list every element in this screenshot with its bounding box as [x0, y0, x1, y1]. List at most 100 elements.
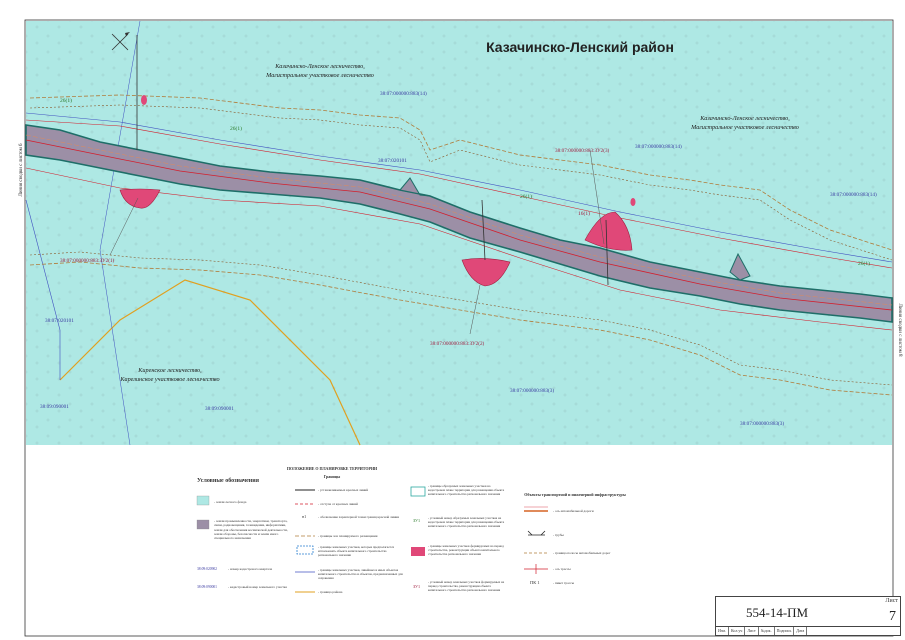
legend-text: - кадастровый номер земельного участка — [228, 585, 287, 589]
blue-boundary-line — [25, 199, 61, 380]
legend-text-block: - границы земельных участков, линейных и… — [318, 568, 403, 580]
district-boundary-line — [59, 279, 361, 446]
forestry-label-1-line1: Казачинско-Ленское лесничество, — [274, 63, 365, 70]
corridor-bump-2 — [729, 252, 751, 281]
zone-label: 26(1) — [520, 193, 532, 200]
cadastral-label: 38:09:090001 — [40, 404, 69, 410]
forestry-label-2-line1: Казачинско-Ленское лесничество, — [699, 115, 790, 122]
legend-text: - граница полосы автомобильных дорог — [553, 551, 611, 555]
blue-route-line — [25, 112, 893, 263]
pipe-icon — [527, 530, 546, 536]
legend-text-block: - границы земельных участков, которые пр… — [318, 545, 394, 557]
cadastral-label: 38:07:000000:883(3) — [510, 387, 554, 394]
legend-text-block: - границы образуемых земельных участков … — [428, 484, 504, 496]
legend-new-plot-swatch — [410, 486, 426, 497]
district-title: Казачинско-Ленский район — [486, 39, 674, 55]
legend-text-block: - земли промышленности, энергетики, тран… — [214, 519, 288, 540]
forestry-label-1-line2: Магистральное участковое лесничество — [265, 72, 374, 79]
legend-temp-plot-swatch — [411, 547, 425, 556]
forestry-label-2-line2: Магистральное участковое лесничество — [690, 124, 799, 131]
cadastral-label: 38:07:000000:883(14) — [635, 143, 682, 150]
legend-code: ПК 1 — [530, 580, 540, 585]
legend-text: - обозначение характерной точки границ к… — [318, 515, 399, 519]
cadastral-labels: 38:07:000000:883(14) 38:07:020101 38:07:… — [40, 90, 877, 427]
zone-labels: 26(1) 26(1) 16(1) 26(1) 26(1) — [60, 97, 870, 267]
legend-code: ЗУ1 — [413, 518, 420, 523]
legend-heading: Условные обозначения — [197, 477, 260, 484]
legend-col2-title: ПОЛОЖЕНИЕ О ПЛАНИРОВКЕ ТЕРРИТОРИИ — [287, 466, 378, 471]
cadastral-label: 38:07:000000:883(14) — [380, 90, 427, 97]
legend-text: - ось трассы — [553, 567, 571, 571]
stamp-col: Лист — [745, 627, 759, 635]
legend-text: - отступа от красных линий — [318, 502, 358, 506]
cadastral-label: 38:07:000000:883:ЗУ2(3) — [555, 147, 610, 154]
cadastral-label: 38:07:000000:883(3) — [740, 420, 784, 427]
legend-text: - граница района — [318, 590, 343, 594]
cadastral-label: 38:07:000000:883(14) — [830, 191, 877, 198]
legend-code: ЗУ1 — [413, 584, 420, 589]
edge-label-right: Линия сводки с листом 8 — [897, 303, 902, 357]
land-plot-zu2-3 — [584, 211, 633, 251]
legend-text: - пикет трассы — [553, 581, 575, 585]
road-axis-line — [25, 139, 893, 311]
legend-text-block: - условный номер земельных участков форм… — [428, 580, 504, 592]
legend-text: - устанавливаемых красных линий — [318, 488, 368, 492]
edge-label-left: Линия сводки с листом 6 — [19, 143, 24, 197]
map-area: Казачинско-Ленский район Казачинско-Ленс… — [19, 20, 902, 446]
sheet-number: 7 — [889, 609, 896, 624]
red-line-lower — [25, 167, 893, 331]
cadastral-label: 38:09:090001 — [205, 406, 234, 412]
cadastral-label: 38:07:000000:883:ЗУ2(2) — [430, 340, 485, 347]
legend-text: - земли лесного фонда — [214, 500, 247, 504]
crossing-line-2 — [481, 199, 486, 261]
land-plot-zu2-2 — [461, 258, 511, 287]
legend-text-block: - границы земельных участков формируемых… — [428, 544, 504, 556]
cadastral-label: 38:07:020101 — [45, 318, 74, 324]
leader-line-1 — [589, 149, 605, 245]
forestry-label-3-line1: Киренское лесничество, — [137, 367, 202, 374]
legend-text: - ось автомобильной дороги — [553, 509, 594, 513]
legend-code: 38:09:090001 — [197, 585, 217, 589]
leader-line-2 — [469, 284, 481, 335]
title-block: 554-14-ПМ Лист 7 Изм. Кол.уч Лист №док. … — [715, 596, 901, 636]
legend-plot-swatch — [296, 545, 314, 555]
red-line-upper — [25, 119, 893, 269]
forestry-label-3-line2: Карелинское участковое лесничество — [119, 376, 219, 383]
legend-text: - номер кадастрового квартала — [228, 567, 273, 571]
cadastral-label: 38:07:000000:883:ЗУ2(1) — [60, 257, 115, 264]
stamp-col: Дата — [794, 627, 808, 635]
crossing-line-3 — [605, 219, 609, 286]
blue-boundary-line-2 — [99, 20, 141, 446]
sheet-label: Лист — [885, 598, 898, 604]
stamp-columns: Изм. Кол.уч Лист №док. Подпись Дата — [716, 626, 900, 635]
outer-boundary-bottom — [29, 261, 893, 396]
zone-label: 26(1) — [60, 97, 72, 104]
legend-text-block: - условный номер образуемых земельных уч… — [428, 516, 504, 528]
legend-col4-title: Объекты транспортной и инженерной инфрас… — [524, 492, 626, 497]
legend-text: - трубы — [553, 533, 565, 537]
legend-code: 38:09:020902 — [197, 567, 217, 571]
corridor-bump-1 — [399, 177, 431, 197]
stamp-col: Изм. — [716, 627, 729, 635]
stamp-col: Подпись — [775, 627, 795, 635]
cadastral-label: 38:07:020101 — [378, 158, 407, 164]
industrial-land-swatch — [196, 519, 210, 530]
road-band-line — [25, 134, 893, 306]
zone-label: 16(1) — [578, 210, 590, 217]
stamp-col: Кол.уч — [729, 627, 746, 635]
north-arrow-icon — [111, 32, 130, 51]
outer-boundary-top — [29, 94, 893, 251]
drawing-code: 554-14-ПМ — [746, 605, 809, 620]
legend-col2-subtitle: Границы — [324, 474, 341, 479]
legend-text: - границы зон планируемого размещения — [318, 534, 378, 538]
marker-pin-2 — [630, 198, 636, 206]
legend-point-icon: н1 — [302, 514, 306, 519]
outer-boundary-bottom-2 — [29, 251, 893, 386]
zone-label: 26(1) — [858, 260, 870, 267]
stamp-col: №док. — [759, 627, 775, 635]
forest-fund-swatch — [196, 495, 210, 506]
legend: Условные обозначения - земли лесного фон… — [196, 466, 627, 594]
leader-line-3 — [109, 197, 139, 256]
